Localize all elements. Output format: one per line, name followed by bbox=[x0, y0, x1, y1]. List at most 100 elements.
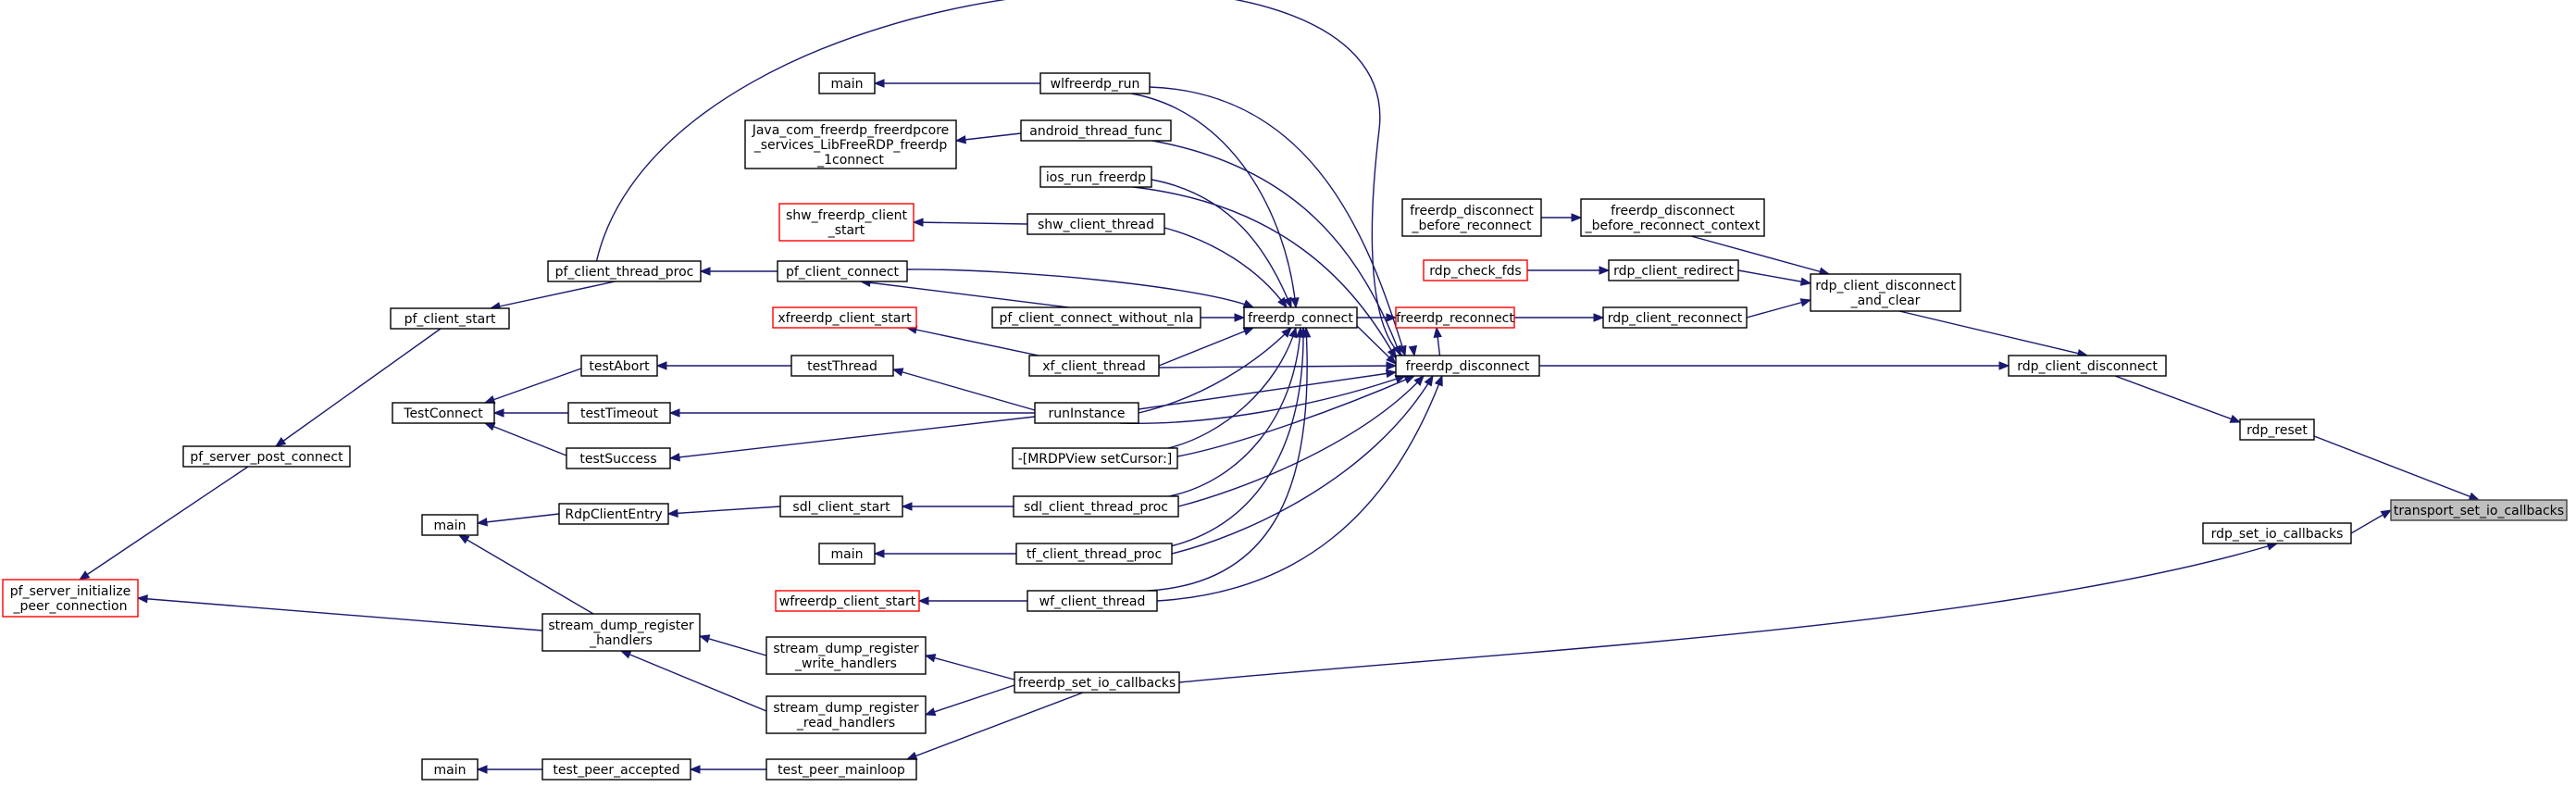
node-rdp-reset[interactable]: rdp_reset bbox=[2239, 418, 2315, 441]
node-freerdp-set-io-callbacks[interactable]: freerdp_set_io_callbacks bbox=[1014, 671, 1180, 693]
edge-wf_client_thread-calls-freerdp_connect bbox=[1147, 326, 1312, 592]
edge-arrowhead bbox=[476, 518, 488, 527]
node-label: _before_reconnect bbox=[1412, 219, 1532, 233]
node-wfreerdp-client-start[interactable]: wfreerdp_client_start bbox=[775, 590, 920, 612]
edge-android_thread_func-calls-freerdp_disconnect bbox=[1151, 140, 1401, 357]
node-rdp-client-reconnect[interactable]: rdp_client_reconnect bbox=[1602, 306, 1748, 329]
node-java-com[interactable]: Java_com_freerdp_freerdpcore_services_Li… bbox=[744, 119, 957, 169]
node-label: main bbox=[434, 518, 467, 533]
node-shw-freerdp-client-start[interactable]: shw_freerdp_client_start bbox=[778, 203, 915, 242]
node-pf-server-initialize-peer-connection[interactable]: pf_server_initialize_peer_connection bbox=[2, 579, 139, 618]
node-stream-dump-register-read-handlers[interactable]: stream_dump_register_read_handlers bbox=[765, 695, 927, 734]
node-label: RdpClientEntry bbox=[565, 507, 662, 522]
node-stream-dump-register-write-handlers[interactable]: stream_dump_register_write_handlers bbox=[765, 636, 927, 675]
node-test-peer-accepted[interactable]: test_peer_accepted bbox=[541, 758, 691, 781]
node-pf-client-connect-without-nla[interactable]: pf_client_connect_without_nla bbox=[991, 306, 1201, 329]
node-rdp-check-fds[interactable]: rdp_check_fds bbox=[1423, 259, 1528, 281]
node-main-4[interactable]: main bbox=[421, 758, 479, 781]
node-shw-client-thread[interactable]: shw_client_thread bbox=[1027, 213, 1165, 235]
node-label: main bbox=[831, 547, 864, 562]
node-testconnect[interactable]: TestConnect bbox=[392, 402, 495, 424]
node-rdp-set-io-callbacks[interactable]: rdp_set_io_callbacks bbox=[2202, 522, 2352, 544]
node-pf-client-connect[interactable]: pf_client_connect bbox=[777, 260, 908, 282]
edge-testTimeout-calls-TestConnect bbox=[492, 408, 568, 418]
edge-line bbox=[699, 635, 767, 656]
node-freerdp-disconnect-before-reconnect-context[interactable]: freerdp_disconnect_before_reconnect_cont… bbox=[1580, 198, 1765, 237]
edge-shw_client_thread-calls-shw_freerdp_client_start bbox=[912, 218, 1028, 227]
edge-tf_client_thread_proc-calls-freerdp_disconnect bbox=[1171, 374, 1434, 555]
node-transport-set-io-callbacks[interactable]: transport_set_io_callbacks bbox=[2390, 499, 2568, 521]
edge-line bbox=[925, 684, 1015, 716]
node-stream-dump-register-handlers[interactable]: stream_dump_register_handlers bbox=[541, 613, 701, 652]
node-rdp-client-disconnect[interactable]: rdp_client_disconnect bbox=[2008, 355, 2167, 377]
node-mrdpview[interactable]: -[MRDPView setCursor:] bbox=[1012, 447, 1178, 469]
edge-line bbox=[906, 327, 1039, 356]
edge-tf_client_thread_proc-calls-freerdp_connect bbox=[1162, 326, 1308, 549]
node-sdl-client-thread-proc[interactable]: sdl_client_thread_proc bbox=[1013, 495, 1179, 518]
node-box bbox=[1602, 306, 1748, 329]
node-ios-run-freerdp[interactable]: ios_run_freerdp bbox=[1039, 166, 1152, 188]
edge-arrowhead bbox=[1799, 277, 1812, 286]
edge-sdl_client_thread_proc-calls-freerdp_disconnect bbox=[1177, 375, 1425, 507]
edge-arrowhead bbox=[1281, 327, 1292, 338]
node-label: pf_client_connect bbox=[786, 265, 900, 280]
edge-testSuccess-calls-freerdp_disconnect bbox=[1119, 374, 1407, 424]
edge-arrowhead bbox=[1571, 213, 1583, 222]
node-label: rdp_client_redirect bbox=[1613, 264, 1734, 279]
edge-line bbox=[1119, 375, 1406, 424]
node-wf-client-thread[interactable]: wf_client_thread bbox=[1027, 590, 1158, 612]
node-main-1[interactable]: main bbox=[818, 72, 876, 94]
node-freerdp-disconnect[interactable]: freerdp_disconnect bbox=[1395, 355, 1540, 377]
node-tf-client-thread-proc[interactable]: tf_client_thread_proc bbox=[1015, 543, 1173, 565]
edge-freerdp_connect-calls-freerdp_reconnect bbox=[1357, 313, 1398, 322]
node-box bbox=[566, 447, 671, 469]
node-label: pf_server_initialize bbox=[10, 584, 131, 599]
edge-line bbox=[1151, 140, 1401, 356]
node-box bbox=[1810, 273, 1961, 312]
edge-testSuccess-calls-TestConnect bbox=[483, 422, 567, 456]
node-xfreerdp-client-start[interactable]: xfreerdp_client_start bbox=[772, 306, 917, 329]
node-label: testTimeout bbox=[580, 406, 659, 421]
node-box bbox=[541, 758, 691, 781]
node-testthread[interactable]: testThread bbox=[790, 355, 894, 377]
node-box bbox=[547, 260, 702, 282]
edge-android_thread_func-calls-java_com bbox=[954, 132, 1022, 144]
edge-freerdp_disconnect_before_reconnect-calls-freerdp_disconnect_before_reconnect_context bbox=[1541, 213, 1583, 222]
node-freerdp-connect[interactable]: freerdp_connect bbox=[1243, 306, 1358, 329]
edge-arrowhead bbox=[891, 368, 904, 377]
edge-test_peer_mainloop-calls-test_peer_accepted bbox=[689, 765, 766, 774]
edge-arrowhead bbox=[1386, 313, 1398, 322]
node-box bbox=[580, 355, 658, 377]
node-box bbox=[1012, 447, 1178, 469]
node-pf-client-thread-proc[interactable]: pf_client_thread_proc bbox=[547, 260, 702, 282]
node-main-2[interactable]: main bbox=[421, 514, 479, 536]
node-freerdp-reconnect[interactable]: freerdp_reconnect bbox=[1395, 306, 1515, 329]
node-rdp-client-disconnect-and-clear[interactable]: rdp_client_disconnect_and_clear bbox=[1810, 273, 1961, 312]
node-pf-server-post-connect[interactable]: pf_server_post_connect bbox=[182, 445, 351, 468]
node-rdpcliententry[interactable]: RdpClientEntry bbox=[558, 503, 669, 525]
node-freerdp-disconnect-before-reconnect[interactable]: freerdp_disconnect_before_reconnect bbox=[1401, 198, 1542, 237]
node-testtimeout[interactable]: testTimeout bbox=[567, 402, 671, 424]
node-testabort[interactable]: testAbort bbox=[580, 355, 658, 377]
edge-arrowhead bbox=[1408, 344, 1418, 357]
edge-arrowhead bbox=[2468, 492, 2481, 501]
node-rdp-client-redirect[interactable]: rdp_client_redirect bbox=[1608, 259, 1739, 281]
edge-line bbox=[1138, 327, 1292, 414]
node-box bbox=[818, 72, 876, 94]
node-label: rdp_reset bbox=[2246, 423, 2308, 438]
node-testsuccess[interactable]: testSuccess bbox=[566, 447, 671, 469]
node-android-thread-func[interactable]: android_thread_func bbox=[1020, 119, 1172, 142]
node-pf-client-start[interactable]: pf_client_start bbox=[390, 307, 510, 330]
node-box bbox=[1034, 402, 1139, 424]
node-main-3[interactable]: main bbox=[818, 543, 876, 565]
node-wlfreerdp-run[interactable]: wlfreerdp_run bbox=[1039, 72, 1151, 94]
edge-arrowhead bbox=[668, 453, 680, 462]
node-test-peer-mainloop[interactable]: test_peer_mainloop bbox=[765, 758, 917, 781]
node-sdl-client-start[interactable]: sdl_client_start bbox=[779, 495, 903, 518]
edge-arrowhead bbox=[655, 361, 667, 370]
node-box bbox=[1243, 306, 1358, 329]
edge-rdp_client_disconnect-calls-rdp_reset bbox=[2114, 375, 2242, 423]
node-runinstance[interactable]: runInstance bbox=[1034, 402, 1139, 424]
node-xf-client-thread[interactable]: xf_client_thread bbox=[1028, 355, 1160, 377]
edge-arrowhead bbox=[1799, 298, 1812, 307]
